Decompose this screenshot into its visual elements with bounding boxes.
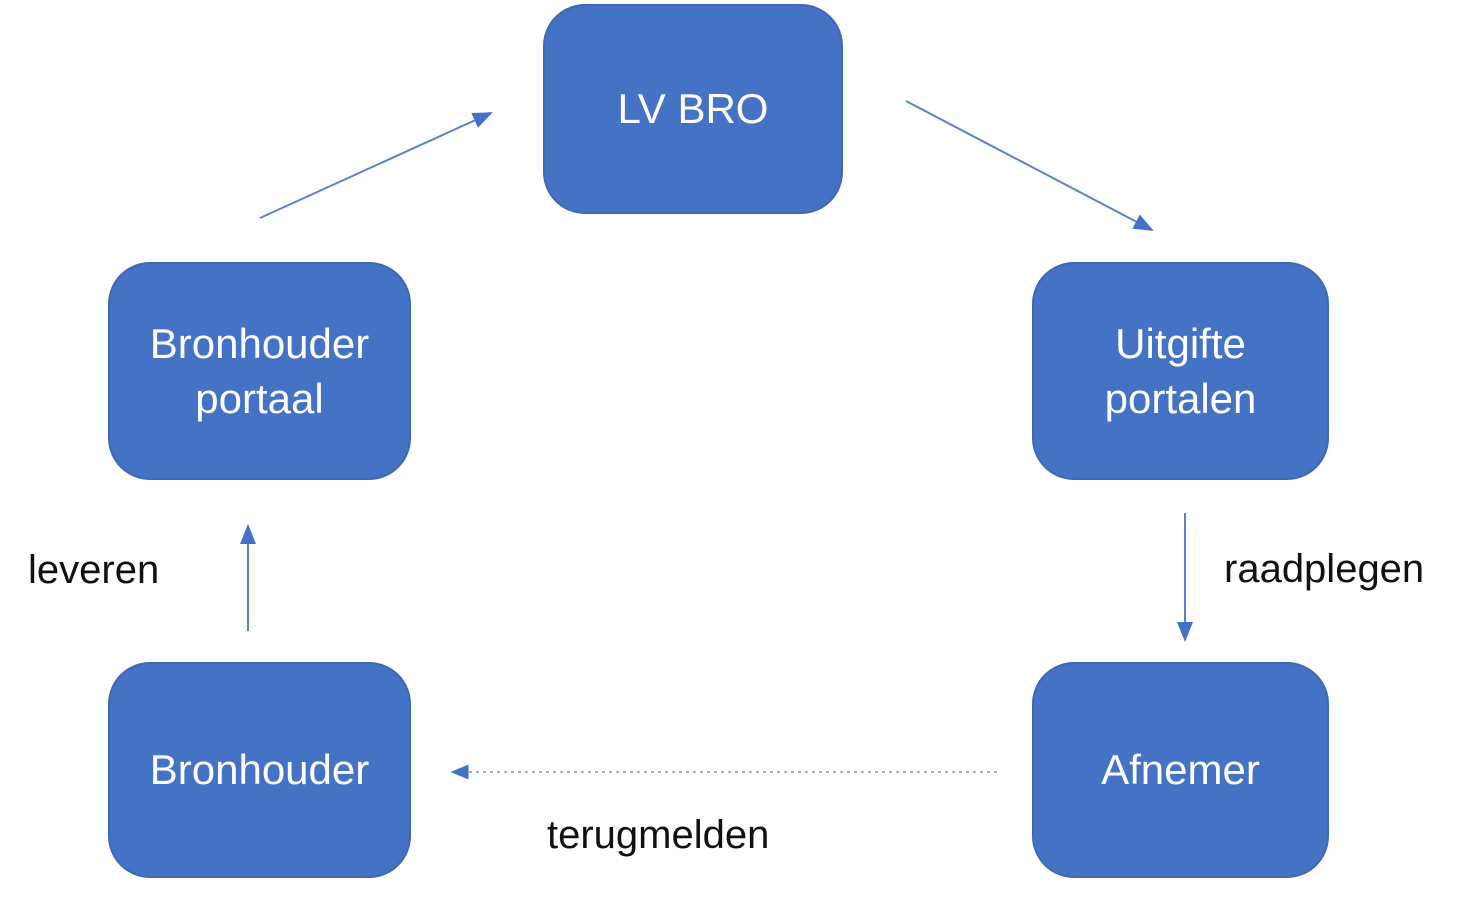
edge-bronhouderportaal-to-lvbro <box>259 112 493 219</box>
node-uitgifte-portalen-label: Uitgifte portalen <box>1104 319 1257 422</box>
node-bronhouder: Bronhouder <box>108 662 411 878</box>
node-afnemer: Afnemer <box>1032 662 1329 878</box>
node-bronhouder-portaal: Bronhouder portaal <box>108 262 411 480</box>
edge-label-terugmelden: terugmelden <box>547 813 770 857</box>
edge-label-leveren: leveren <box>28 548 160 592</box>
node-bronhouder-label: Bronhouder <box>149 746 370 794</box>
edge-label-raadplegen: raadplegen <box>1224 547 1425 591</box>
node-bronhouder-portaal-label: Bronhouder portaal <box>149 319 370 422</box>
node-uitgifte-portalen: Uitgifte portalen <box>1032 262 1329 480</box>
edge-lvbro-to-uitgifteportalen <box>905 100 1154 231</box>
node-lv-bro: LV BRO <box>543 4 843 214</box>
node-afnemer-label: Afnemer <box>1101 746 1260 794</box>
node-lv-bro-label: LV BRO <box>617 85 769 133</box>
